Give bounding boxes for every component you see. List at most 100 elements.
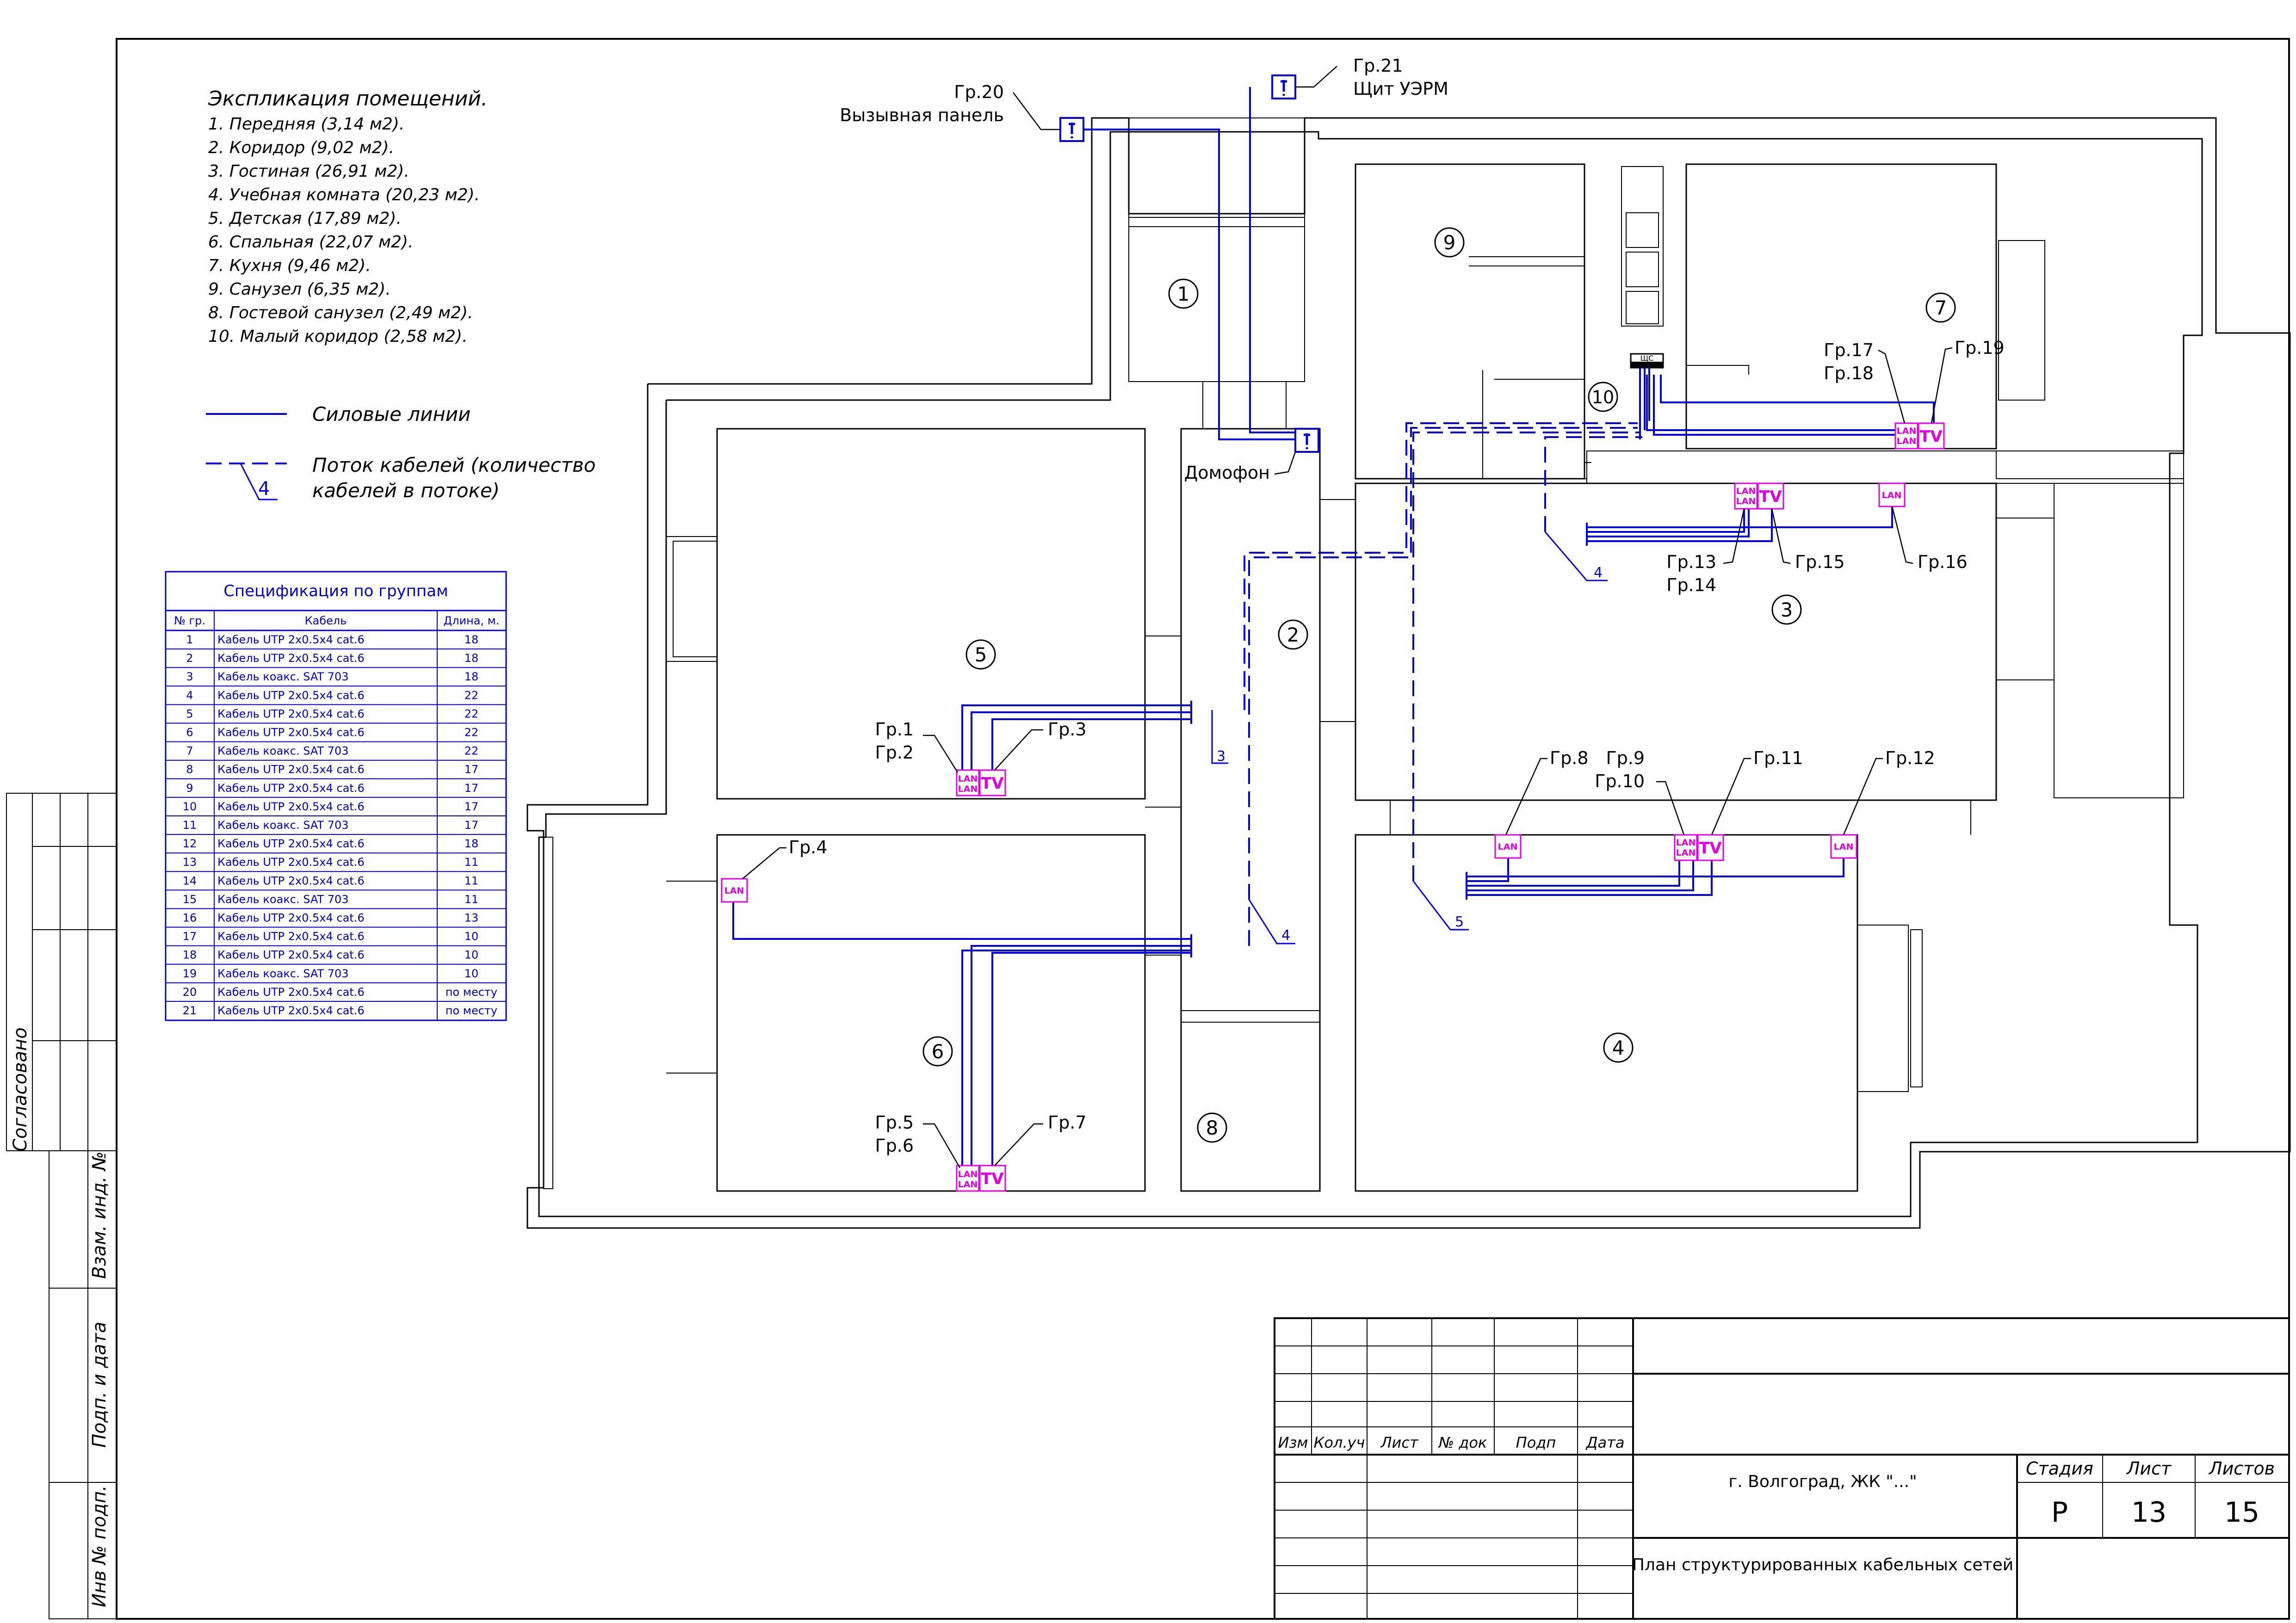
sockets: LAN LAN TV LAN LAN LAN TV LAN LAN LAN TV… xyxy=(721,422,1945,1192)
group-label-gr12: Гр.12 xyxy=(1885,748,1935,768)
spec-cell-cable: Кабель коакс. SAT 703 xyxy=(217,670,349,683)
stage-value: Р xyxy=(2051,1496,2068,1529)
group-label-gr10: Гр.10 xyxy=(1595,771,1645,791)
spec-cell-cable: Кабель коакс. SAT 703 xyxy=(217,967,349,980)
sheets-header: Листов xyxy=(2208,1458,2275,1479)
spec-cell-group: 19 xyxy=(183,967,197,980)
socket-lan-text: LAN xyxy=(1498,842,1518,852)
spec-header-cable: Кабель xyxy=(305,614,347,627)
spec-cell-length: 10 xyxy=(464,930,479,943)
distribution-panel: ЩС xyxy=(1630,353,1664,439)
room-4-outline xyxy=(1355,834,1858,1192)
explication-item: 4. Учебная комната (20,23 м2). xyxy=(208,185,480,204)
spec-cell-cable: Кабель коакс. SAT 703 xyxy=(217,819,349,832)
lan-socket-icon xyxy=(1734,482,1758,510)
room-5-outline xyxy=(716,428,1146,800)
spec-cell-group: 4 xyxy=(186,689,193,702)
socket-tv-text: TV xyxy=(981,1170,1004,1188)
spec-cell-cable: Кабель UTP 2x0.5x4 cat.6 xyxy=(217,800,365,813)
group-label-gr7: Гр.7 xyxy=(1048,1112,1087,1133)
room-6-outline xyxy=(716,834,1146,1192)
room-number-9: 9 xyxy=(1443,231,1456,254)
group-labels: Гр.20 Вызывная панель Гр.21 Щит УЭРМ Дом… xyxy=(742,56,2005,1168)
spec-cell-group: 14 xyxy=(183,874,197,887)
spec-cell-group: 15 xyxy=(183,893,197,906)
socket-lan-text: LAN xyxy=(958,1169,978,1179)
spec-cell-length: 10 xyxy=(464,949,479,962)
legend-flow-number: 4 xyxy=(258,478,270,500)
room-number-10: 10 xyxy=(1592,387,1614,407)
room-number-2: 2 xyxy=(1287,623,1300,646)
explication-item: 7. Кухня (9,46 м2). xyxy=(208,256,371,275)
intercom-label: Домофон xyxy=(1184,463,1270,483)
spec-cell-group: 16 xyxy=(183,912,197,925)
explication-item: 9. Санузел (6,35 м2). xyxy=(208,280,391,299)
spec-cell-cable: Кабель UTP 2x0.5x4 cat.6 xyxy=(217,652,365,665)
spec-cell-length: 17 xyxy=(464,800,479,813)
spec-cell-cable: Кабель UTP 2x0.5x4 cat.6 xyxy=(217,930,365,943)
explication-item: 6. Спальная (22,07 м2). xyxy=(208,233,414,252)
socket-lan-text: LAN xyxy=(1834,842,1854,852)
group-label-gr11: Гр.11 xyxy=(1753,748,1803,768)
spec-cell-length: по месту xyxy=(446,986,497,999)
lan-socket-icon xyxy=(1878,482,1906,507)
room-numbers: 1 2 3 4 5 6 7 8 9 10 xyxy=(922,227,1956,1143)
spec-cell-cable: Кабель UTP 2x0.5x4 cat.6 xyxy=(217,763,365,776)
panel-label: ЩС xyxy=(1640,354,1654,363)
lan-socket-icon xyxy=(956,769,980,796)
spec-cell-length: 17 xyxy=(464,819,479,832)
spec-cell-cable: Кабель UTP 2x0.5x4 cat.6 xyxy=(217,689,365,702)
group-label-gr3: Гр.3 xyxy=(1048,719,1087,740)
spec-cell-cable: Кабель UTP 2x0.5x4 cat.6 xyxy=(217,726,365,739)
col-podp: Подп xyxy=(1516,1434,1556,1451)
explication-item: 5. Детская (17,89 м2). xyxy=(208,209,402,228)
spec-cell-group: 9 xyxy=(186,782,193,795)
room-number-3: 3 xyxy=(1781,599,1793,621)
cable-routes: 3 4 4 5 xyxy=(732,87,1935,1170)
sheets-value: 15 xyxy=(2224,1496,2259,1529)
spec-cell-group: 2 xyxy=(186,652,193,665)
group-label-gr8: Гр.8 xyxy=(1550,748,1589,768)
spec-cell-group: 5 xyxy=(186,707,193,720)
group-label-gr5: Гр.5 xyxy=(875,1112,914,1133)
replace-inv-label: Взам. инд. № xyxy=(89,1151,110,1279)
group-label-gr6: Гр.6 xyxy=(875,1135,914,1156)
spec-cell-group: 13 xyxy=(183,856,197,869)
spec-cell-length: 11 xyxy=(464,893,479,906)
group-label-gr20: Гр.20 xyxy=(954,82,1004,102)
flow-count-4-top: 4 xyxy=(1594,565,1603,581)
tv-socket-icon xyxy=(979,769,1006,796)
socket-tv-text: TV xyxy=(1759,488,1782,506)
explication-item: 8. Гостевой санузел (2,49 м2). xyxy=(208,303,473,322)
flow-count-4-bottom: 4 xyxy=(1281,927,1290,944)
spec-cell-cable: Кабель UTP 2x0.5x4 cat.6 xyxy=(217,874,365,887)
stage-header: Стадия xyxy=(2026,1458,2093,1479)
spec-cell-group: 6 xyxy=(186,726,193,739)
spec-cell-length: 22 xyxy=(464,726,479,739)
spec-cell-cable: Кабель UTP 2x0.5x4 cat.6 xyxy=(217,782,365,795)
socket-tv-text: TV xyxy=(1919,427,1943,446)
room-number-4: 4 xyxy=(1612,1037,1625,1059)
explication: Экспликация помещений. 1. Передняя (3,14… xyxy=(208,87,488,346)
spec-cell-length: 10 xyxy=(464,967,479,980)
spec-cell-cable: Кабель коакс. SAT 703 xyxy=(217,893,349,906)
group-label-gr1: Гр.1 xyxy=(875,719,914,740)
spec-cell-length: 18 xyxy=(464,633,479,646)
flow-count-5: 5 xyxy=(1455,914,1464,930)
spec-cell-cable: Кабель UTP 2x0.5x4 cat.6 xyxy=(217,1004,365,1017)
spec-cell-group: 1 xyxy=(186,633,193,646)
spec-cell-group: 3 xyxy=(186,670,193,683)
inv-num-label: Инв № подп. xyxy=(89,1485,110,1607)
socket-lan-text: LAN xyxy=(1676,838,1696,848)
room-number-7: 7 xyxy=(1935,296,1947,319)
spec-cell-length: 22 xyxy=(464,745,479,758)
col-izm: Изм xyxy=(1278,1434,1308,1451)
legend-flow-label-2: кабелей в потоке) xyxy=(312,479,500,502)
socket-lan-text: LAN xyxy=(1882,490,1902,500)
spec-cell-length: 18 xyxy=(464,837,479,850)
spec-cell-group: 7 xyxy=(186,745,193,758)
spec-cell-length: 11 xyxy=(464,874,479,887)
spec-cell-length: 22 xyxy=(464,689,479,702)
agreed-label: Согласовано xyxy=(10,1027,31,1152)
